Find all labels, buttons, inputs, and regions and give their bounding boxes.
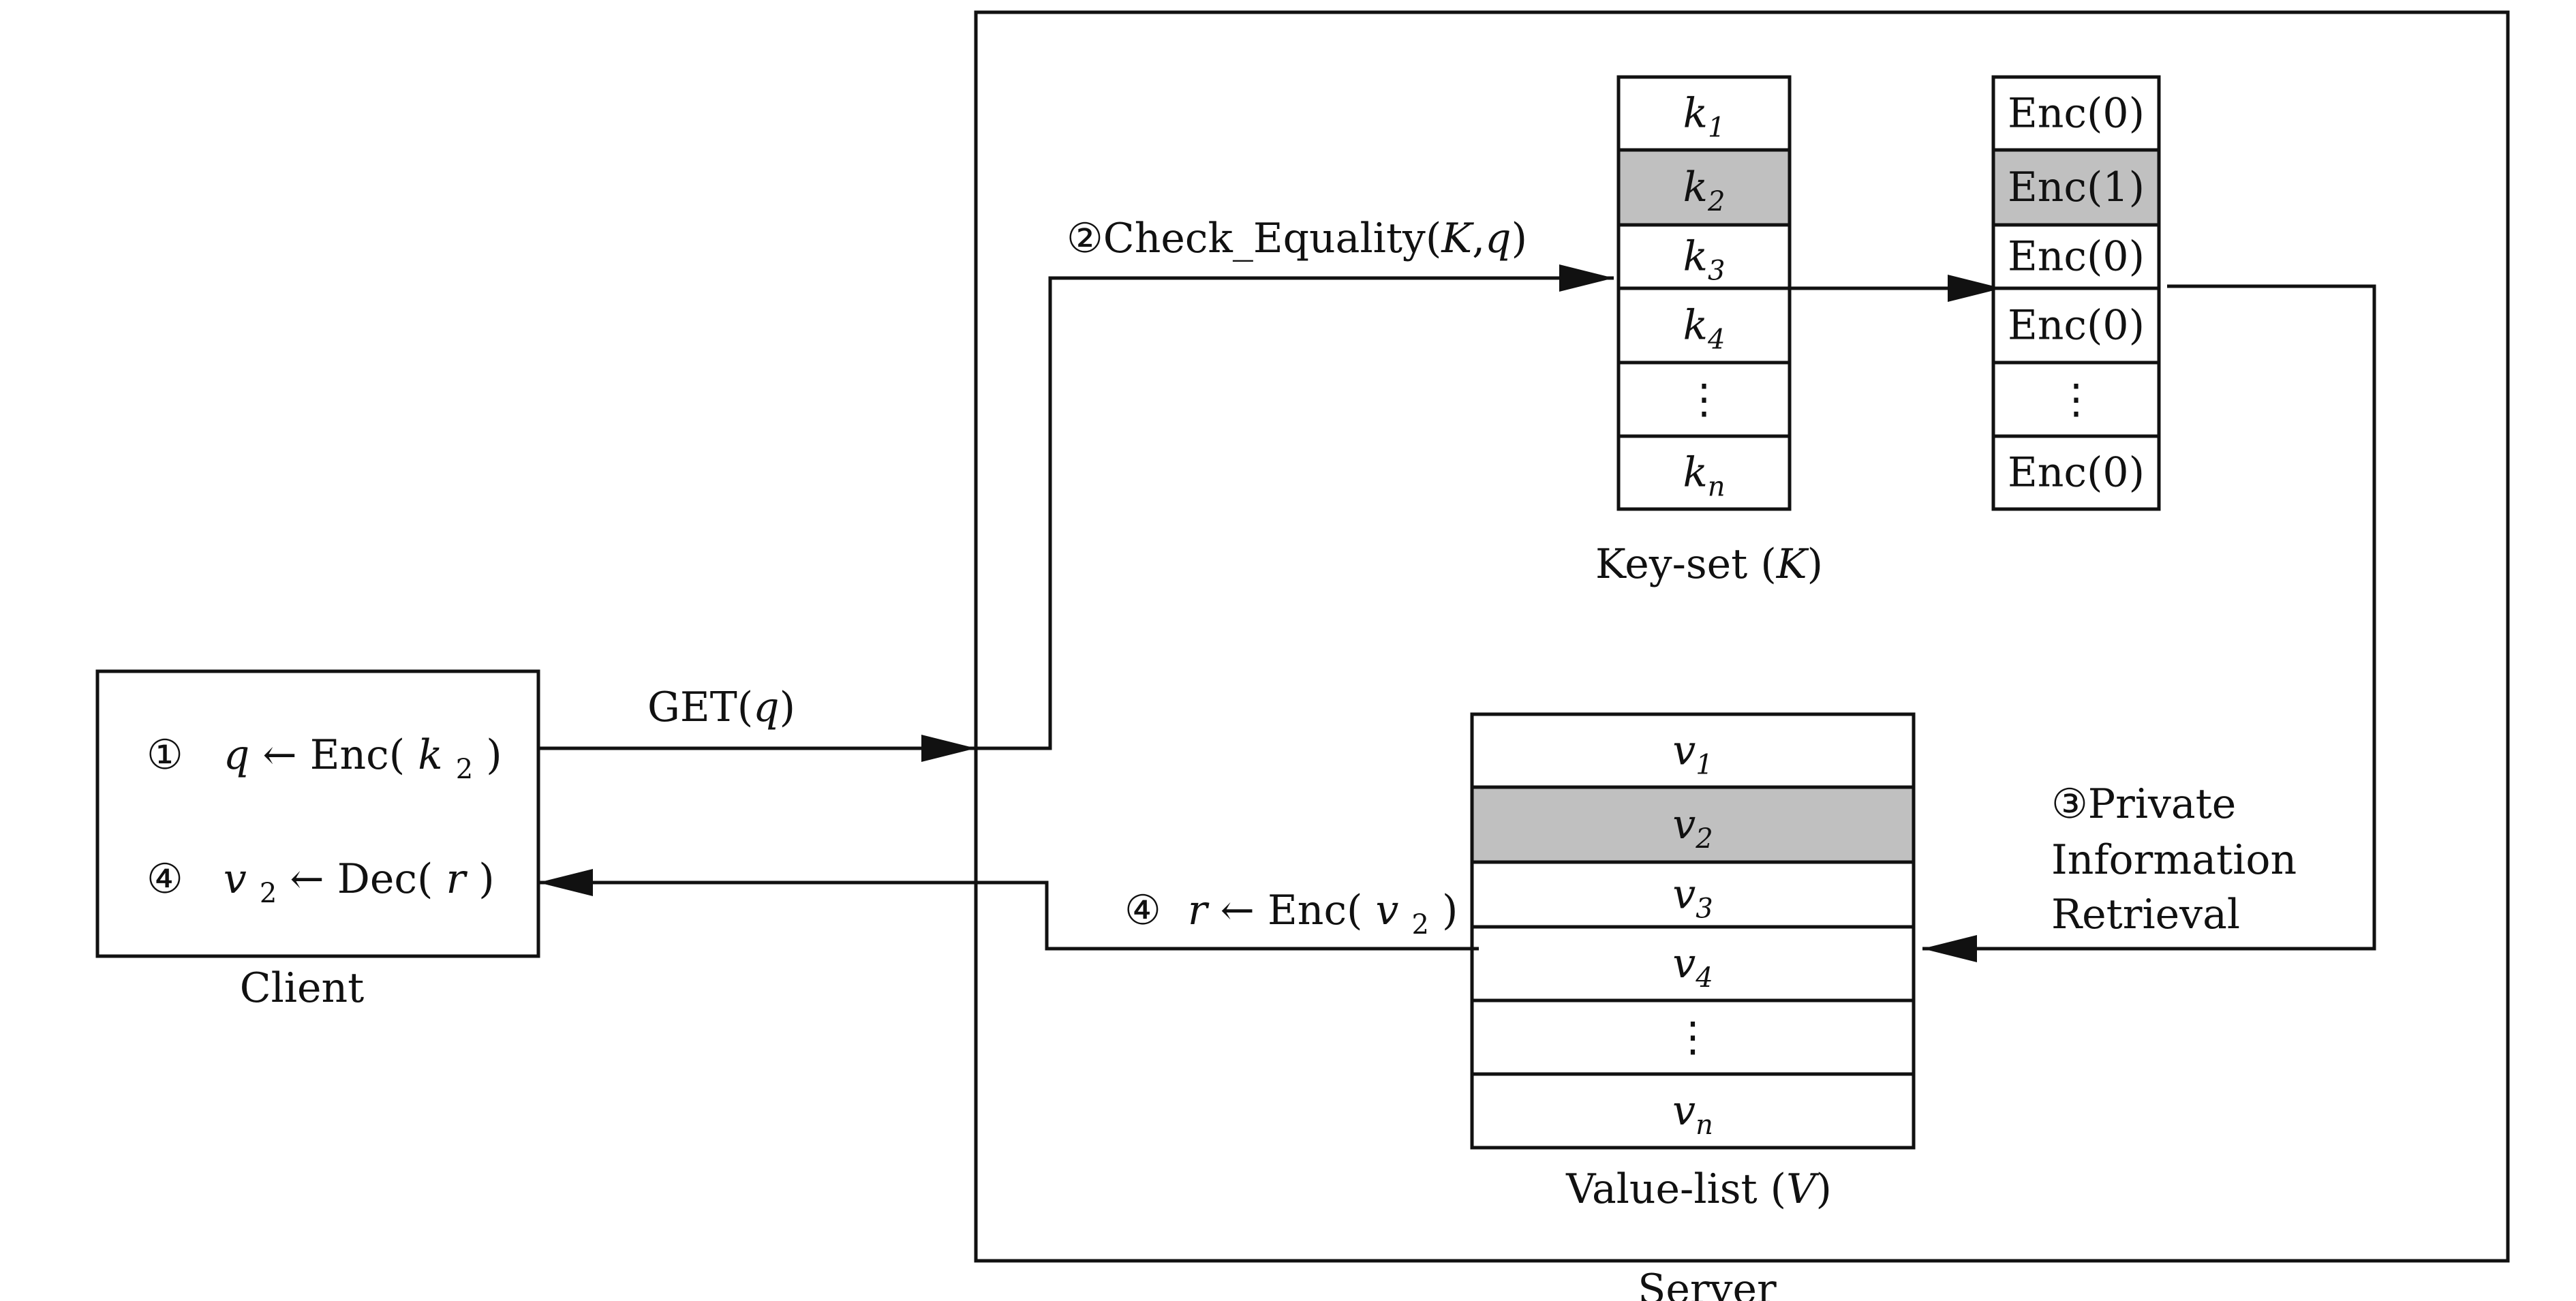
enc-cell-label-5: ⋮ [2056, 376, 2097, 423]
valuelist-cell-label-5: ⋮ [1672, 1013, 1713, 1061]
server-label: Server [1638, 1266, 1777, 1301]
check-equality-label: ②Check_Equality(K,q) [1067, 215, 1527, 262]
keyset-cell-3 [1616, 223, 1792, 290]
keyset-cell-1 [1616, 75, 1792, 152]
enc-cell-2 [1991, 148, 2161, 227]
enc-cell-label-6: Enc(0) [2008, 449, 2145, 497]
keyset-cell-label-3: k3 [1683, 233, 1726, 287]
enc-cell-6 [1991, 434, 2161, 511]
enc-cell-1 [1991, 75, 2161, 152]
enc-cell-4 [1991, 286, 2161, 365]
keyset-cell-5 [1616, 361, 1792, 438]
enc-cell-3 [1991, 223, 2161, 290]
valuelist-cell-2 [1470, 785, 1916, 864]
valuelist-cell-label-1: v1 [1672, 727, 1713, 781]
pir-arrow [1922, 284, 2376, 962]
valuelist-cell-1 [1470, 712, 1916, 789]
valuelist-cell-6 [1470, 1072, 1916, 1150]
valuelist-column: v1 v2 v3 v4 ⋮ vn [1470, 712, 1916, 1150]
keyset-cell-4 [1616, 286, 1792, 365]
pir-label: ③Private Information Retrieval [2051, 780, 2310, 938]
client-step1: ① q ← Enc( k 2 ) [147, 731, 502, 789]
keyset-cell-label-2: k2 [1683, 164, 1726, 217]
keyset-column: k1 k2 k3 k4 ⋮ kn [1616, 75, 1792, 511]
valuelist-cell-label-4: v4 [1672, 940, 1713, 994]
keyset-cell-6 [1616, 434, 1792, 511]
enc-cell-label-1: Enc(0) [2008, 90, 2145, 138]
get-arrow-label: GET(q) [647, 684, 795, 731]
keyset-cell-label-4: k4 [1683, 302, 1726, 356]
enc-cell-label-2: Enc(1) [2008, 164, 2145, 211]
server-box [974, 10, 2510, 1263]
valuelist-cell-5 [1470, 998, 1916, 1076]
keyset-cell-label-1: k1 [1683, 90, 1726, 144]
check-equality-arrow [976, 264, 1614, 750]
client-box [95, 669, 540, 958]
keyset-caption: Key-set (K) [1595, 540, 1823, 588]
enc-cell-label-3: Enc(0) [2008, 233, 2145, 281]
enc-cell-label-4: Enc(0) [2008, 302, 2145, 350]
keyset-cell-2 [1616, 148, 1792, 227]
client-step4: ④ v 2 ← Dec( r ) [147, 855, 495, 913]
return-arrow [538, 869, 1479, 951]
valuelist-caption: Value-list (V) [1565, 1165, 1832, 1213]
valuelist-cell-4 [1470, 925, 1916, 1002]
valuelist-cell-label-2: v2 [1672, 801, 1713, 855]
client-label: Client [240, 964, 365, 1012]
enc-cell-5 [1991, 361, 2161, 438]
enc-column: Enc(0) Enc(1) Enc(0) Enc(0) ⋮ Enc(0) [1991, 75, 2161, 511]
valuelist-cell-label-6: vn [1672, 1087, 1713, 1141]
keyset-cell-label-6: kn [1683, 449, 1725, 503]
valuelist-cell-3 [1470, 860, 1916, 929]
return-arrow-label: ④ r ← Enc( v 2 ) [1124, 887, 1458, 944]
keyset-cell-label-5: ⋮ [1684, 376, 1725, 423]
valuelist-cell-label-3: v3 [1672, 871, 1713, 925]
